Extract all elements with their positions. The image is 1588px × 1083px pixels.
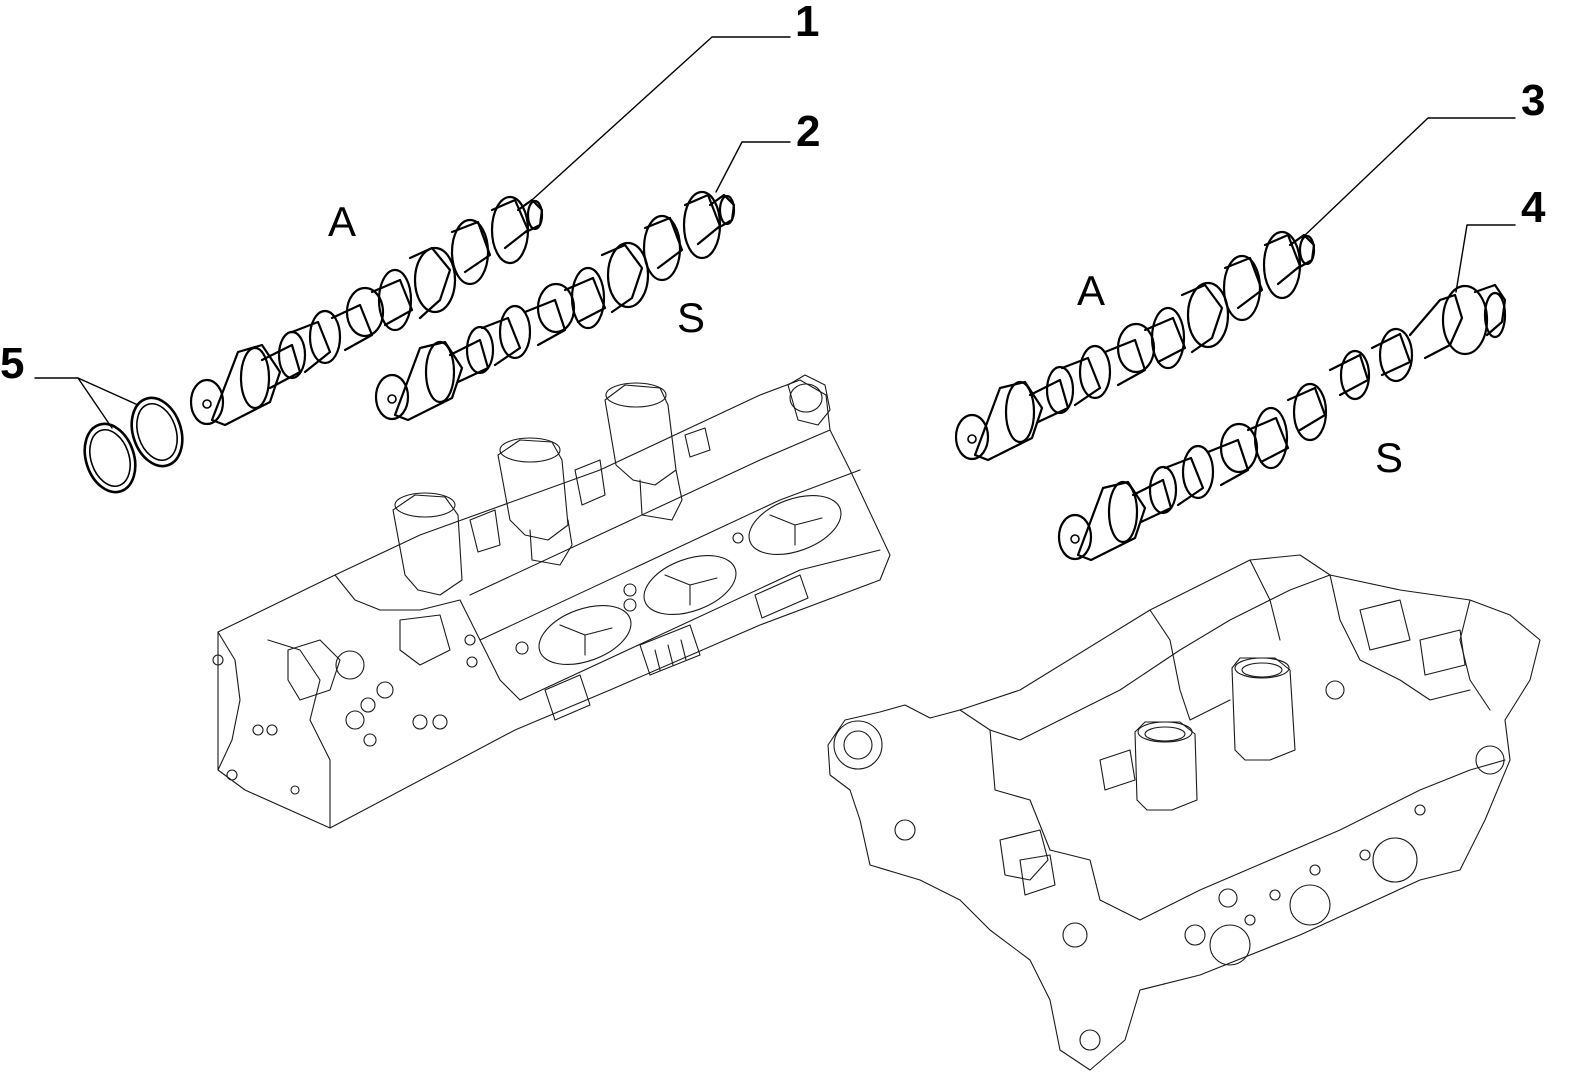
camshaft-4 bbox=[1057, 283, 1507, 562]
right-cylinder-head bbox=[827, 554, 1541, 1071]
camshaft-2 bbox=[374, 190, 736, 422]
callout-3: 3 bbox=[1521, 76, 1545, 125]
label-right-intake: A bbox=[1077, 267, 1105, 314]
label-left-exhaust: S bbox=[677, 294, 705, 341]
camshaft-3 bbox=[954, 230, 1316, 462]
callout-1: 1 bbox=[795, 0, 819, 46]
left-head-towers bbox=[392, 374, 831, 596]
label-left-intake: A bbox=[328, 198, 356, 245]
leader-lines bbox=[34, 36, 1516, 429]
left-cylinder-head bbox=[212, 374, 891, 829]
callout-2: 2 bbox=[796, 107, 820, 156]
label-right-exhaust: S bbox=[1375, 434, 1403, 481]
callout-5: 5 bbox=[0, 339, 24, 388]
seal-rings bbox=[83, 396, 184, 494]
camshaft-1 bbox=[189, 195, 544, 427]
callout-4: 4 bbox=[1521, 183, 1546, 232]
